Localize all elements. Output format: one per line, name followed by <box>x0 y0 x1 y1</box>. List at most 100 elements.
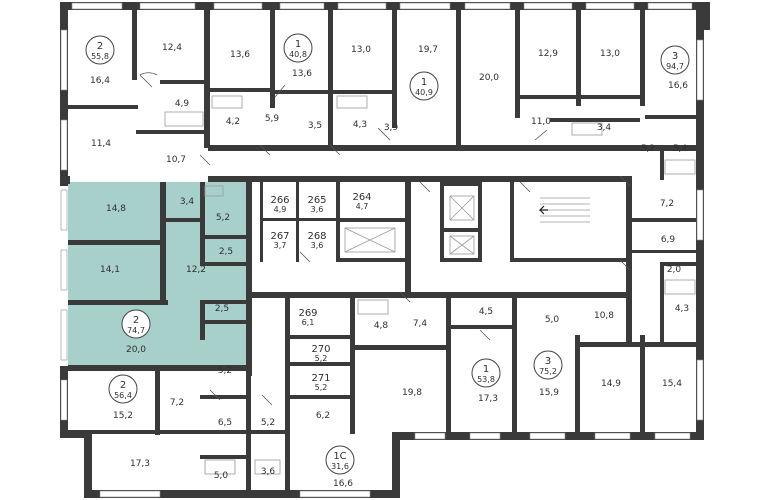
apartment-area: 55,8 <box>91 52 109 61</box>
room-area-label: 13,0 <box>600 49 620 59</box>
room-area-label: 12,4 <box>162 43 182 53</box>
apartment-area: 74,7 <box>127 326 145 335</box>
apartment-rooms: 2 <box>97 41 103 52</box>
apartment-area: 40,8 <box>289 50 307 59</box>
room-area-label: 10,7 <box>166 155 186 165</box>
apartment-highlight[interactable] <box>68 182 246 369</box>
storage-area: 4,9 <box>274 205 287 214</box>
room-area-label: 12,2 <box>186 265 206 275</box>
badge-circle <box>533 350 563 380</box>
apartment-rooms: 1С <box>333 451 346 462</box>
room-area-label: 15,9 <box>539 388 559 398</box>
room-area-label: 17,3 <box>130 459 150 469</box>
room-area-label: 3,5 <box>308 121 322 131</box>
room-area-label: 5,2 <box>216 213 230 223</box>
elevator-icon <box>344 195 475 255</box>
room-area-label: 5,2 <box>641 144 655 154</box>
apartment-rooms: 2 <box>120 380 126 391</box>
room-area-label: 16,4 <box>90 76 110 86</box>
apartment-area: 94,7 <box>666 62 684 71</box>
apartment-badge[interactable]: 274,7 <box>121 309 151 339</box>
apartment-badge[interactable]: 394,7 <box>660 45 690 75</box>
room-area-label: 4,2 <box>226 117 240 127</box>
room-area-label: 5,0 <box>545 315 560 325</box>
apartment-area: 75,2 <box>539 367 557 376</box>
stair-icon <box>538 197 590 223</box>
storage-area: 3,6 <box>311 205 324 214</box>
room-area-label: 2,0 <box>667 265 682 275</box>
room-area-label: 14,8 <box>106 204 126 214</box>
storage-number: 268 <box>307 231 326 242</box>
storage-area: 4,7 <box>356 202 369 211</box>
apartment-rooms: 3 <box>545 356 551 367</box>
room-area-label: 2,5 <box>219 247 233 257</box>
room-area-label: 5,2 <box>218 366 232 376</box>
room-area-label: 16,6 <box>333 479 353 489</box>
room-area-label: 7,2 <box>660 199 674 209</box>
storage-area: 3,7 <box>274 241 287 250</box>
room-area-label: 6,5 <box>218 418 232 428</box>
room-area-label: 20,0 <box>479 73 499 83</box>
room-area-label: 14,1 <box>100 265 120 275</box>
room-area-label: 12,9 <box>538 49 558 59</box>
room-area-label: 3,4 <box>597 123 612 133</box>
badge-circle <box>325 445 355 475</box>
badge-circle <box>108 374 138 404</box>
room-area-label: 13,0 <box>351 45 371 55</box>
storage-area: 3,6 <box>311 241 324 250</box>
apartment-rooms: 1 <box>295 39 301 50</box>
apartment-badge[interactable]: 140,9 <box>409 71 439 101</box>
room-area-label: 15,4 <box>662 379 682 389</box>
badge-circle <box>121 309 151 339</box>
room-area-label: 10,8 <box>594 311 614 321</box>
doors <box>139 72 631 406</box>
room-area-label: 13,6 <box>230 50 250 60</box>
apartment-badge[interactable]: 375,2 <box>533 350 563 380</box>
room-area-label: 19,7 <box>418 45 438 55</box>
room-area-label: 17,3 <box>478 394 498 404</box>
apartment-badge[interactable]: 153,8 <box>471 358 501 388</box>
badge-circle <box>283 33 313 63</box>
badge-circle <box>85 35 115 65</box>
apartment-rooms: 1 <box>483 364 489 375</box>
room-area-label: 4,5 <box>479 307 493 317</box>
room-area-label: 6,9 <box>661 235 676 245</box>
room-area-label: 3,6 <box>261 467 276 477</box>
apartment-area: 53,8 <box>477 375 495 384</box>
apartment-badge[interactable]: 255,8 <box>85 35 115 65</box>
apartment-badge[interactable]: 256,4 <box>108 374 138 404</box>
storage-number: 267 <box>270 231 289 242</box>
badge-circle <box>660 45 690 75</box>
room-area-label: 4,8 <box>374 321 389 331</box>
badge-circle <box>471 358 501 388</box>
room-area-label: 4,9 <box>175 99 190 109</box>
storage-number: 271 <box>311 373 330 384</box>
room-area-label: 19,8 <box>402 388 422 398</box>
room-area-label: 5,2 <box>261 418 275 428</box>
apartment-area: 40,9 <box>415 88 433 97</box>
apartment-area: 56,4 <box>114 391 132 400</box>
room-area-label: 5,4 <box>673 144 688 154</box>
storage-area: 5,2 <box>315 383 328 392</box>
storage-number: 265 <box>307 195 326 206</box>
badge-circle <box>409 71 439 101</box>
apartment-badges: 255,8140,8140,9394,7274,7256,41С31,6153,… <box>85 33 690 475</box>
apartment-area: 31,6 <box>331 462 349 471</box>
apartment-badge[interactable]: 140,8 <box>283 33 313 63</box>
apartment-rooms: 1 <box>421 77 427 88</box>
room-area-label: 20,0 <box>126 345 146 355</box>
windows <box>60 2 704 498</box>
room-area-label: 16,6 <box>668 81 688 91</box>
storage-number: 266 <box>270 195 289 206</box>
storage-number: 270 <box>311 344 330 355</box>
